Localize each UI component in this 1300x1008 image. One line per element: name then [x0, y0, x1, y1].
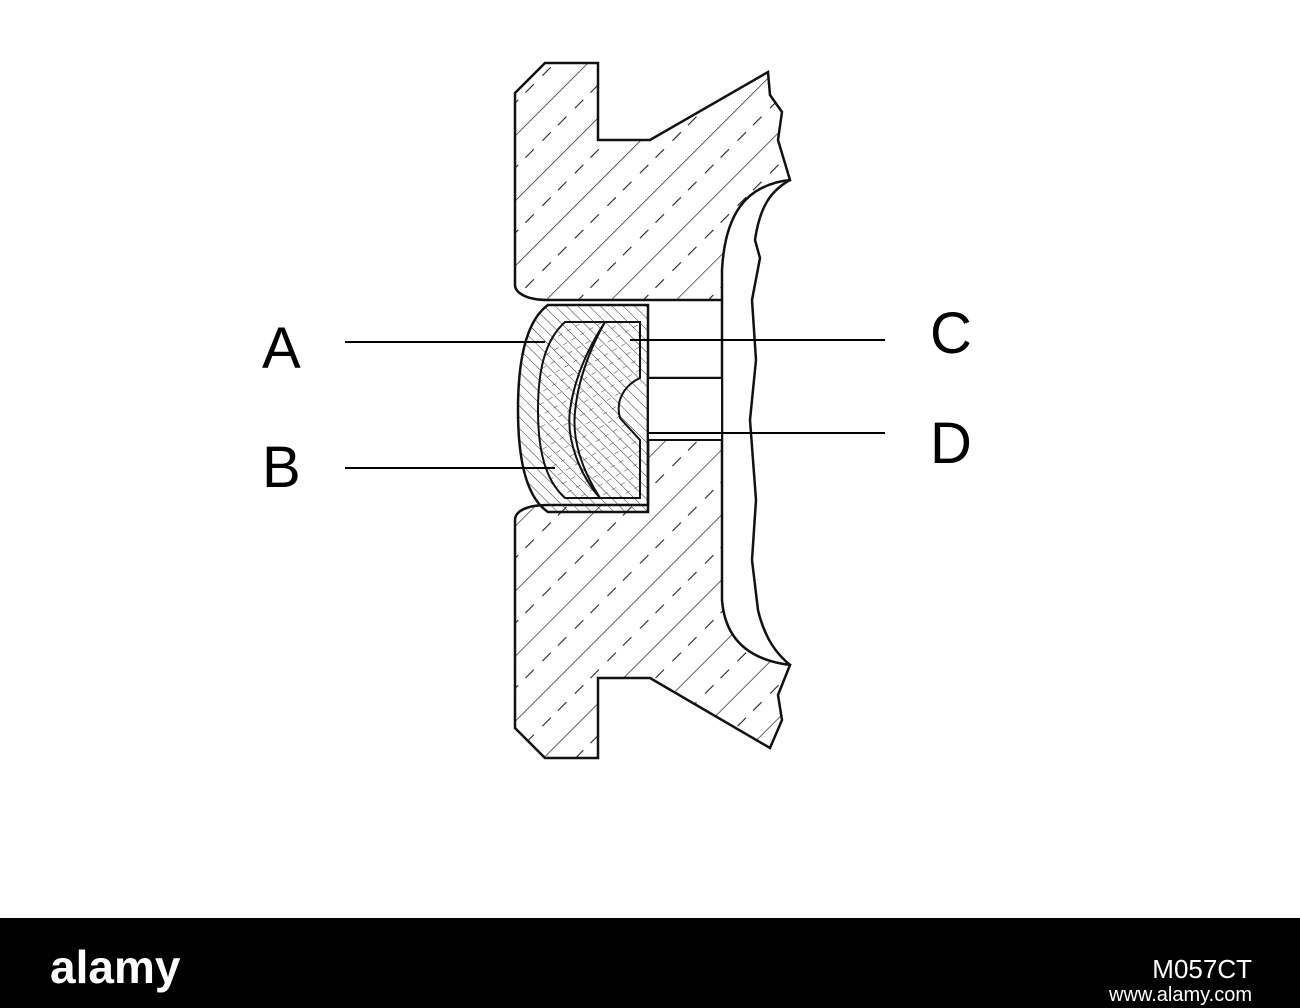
lens-element-c: [573, 321, 641, 499]
image-id-text: M057CT: [1152, 954, 1252, 984]
cavity-edge: [748, 178, 791, 666]
label-d: D: [930, 411, 972, 476]
bore-d: [647, 377, 723, 441]
diagram-area: A B C D: [262, 61, 972, 760]
cross-section-diagram: A B C D: [262, 61, 972, 760]
label-c: C: [930, 301, 972, 366]
watermark-footer: alamy M057CT www.alamy.com: [0, 918, 1300, 1008]
label-b: B: [262, 435, 301, 500]
site-url-text: www.alamy.com: [1109, 984, 1252, 1006]
label-a: A: [262, 316, 301, 381]
brand-logo: alamy: [50, 941, 181, 993]
